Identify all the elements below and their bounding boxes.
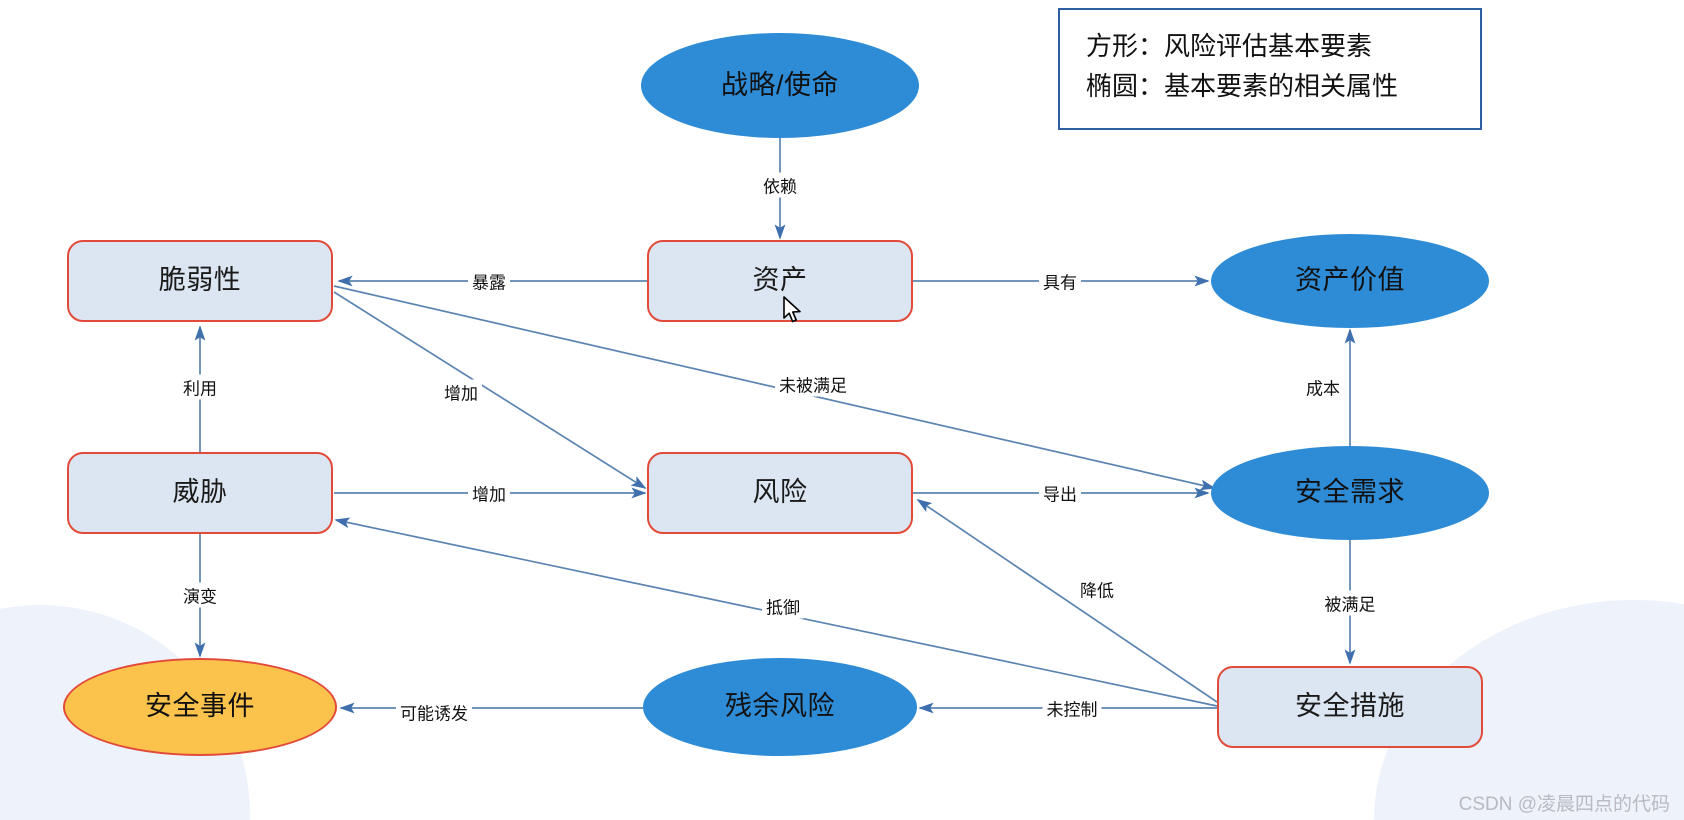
node-asset-value[interactable]: 资产价值 xyxy=(1211,234,1489,328)
node-residual-risk[interactable]: 残余风险 xyxy=(643,658,917,756)
edge-label-derives: 导出 xyxy=(1039,480,1081,506)
edge-securitymeasure-risk xyxy=(916,499,1218,703)
edge-label-exposure: 暴露 xyxy=(468,268,510,294)
node-asset[interactable]: 资产 xyxy=(647,240,913,322)
node-risk[interactable]: 风险 xyxy=(647,452,913,534)
edge-label-possesses: 具有 xyxy=(1039,268,1081,294)
edge-label-may-trigger: 可能诱发 xyxy=(396,699,472,725)
edge-label-dependency: 依赖 xyxy=(759,172,801,198)
watermark-text: CSDN @凌晨四点的代码 xyxy=(1458,794,1670,815)
legend-box: 方形：风险评估基本要素 椭圆：基本要素的相关属性 xyxy=(1058,8,1482,130)
edge-label-reduces: 降低 xyxy=(1076,576,1118,602)
edge-label-resists: 抵御 xyxy=(762,593,804,619)
legend-line-ellipse: 椭圆：基本要素的相关属性 xyxy=(1086,71,1399,102)
edge-label-increase-threat: 增加 xyxy=(468,480,510,506)
edge-label-satisfied: 被满足 xyxy=(1320,590,1380,616)
edge-label-unsatisfied: 未被满足 xyxy=(775,371,851,397)
edge-vulnerability-securityreq xyxy=(333,285,1216,491)
node-strategy-mission[interactable]: 战略/使命 xyxy=(641,33,919,138)
edge-label-cost: 成本 xyxy=(1302,374,1344,400)
node-security-measure[interactable]: 安全措施 xyxy=(1217,666,1483,748)
edge-label-uncontrolled: 未控制 xyxy=(1042,695,1102,721)
edge-label-evolves: 演变 xyxy=(179,582,221,608)
node-vulnerability[interactable]: 脆弱性 xyxy=(67,240,333,322)
node-security-requirement[interactable]: 安全需求 xyxy=(1211,446,1489,540)
edge-vulnerability-risk xyxy=(333,291,647,489)
edge-label-increase-vuln: 增加 xyxy=(440,379,482,405)
edge-label-exploits: 利用 xyxy=(179,374,221,400)
node-threat[interactable]: 威胁 xyxy=(67,452,333,534)
legend-line-rect: 方形：风险评估基本要素 xyxy=(1086,31,1373,61)
node-security-event[interactable]: 安全事件 xyxy=(63,658,337,756)
